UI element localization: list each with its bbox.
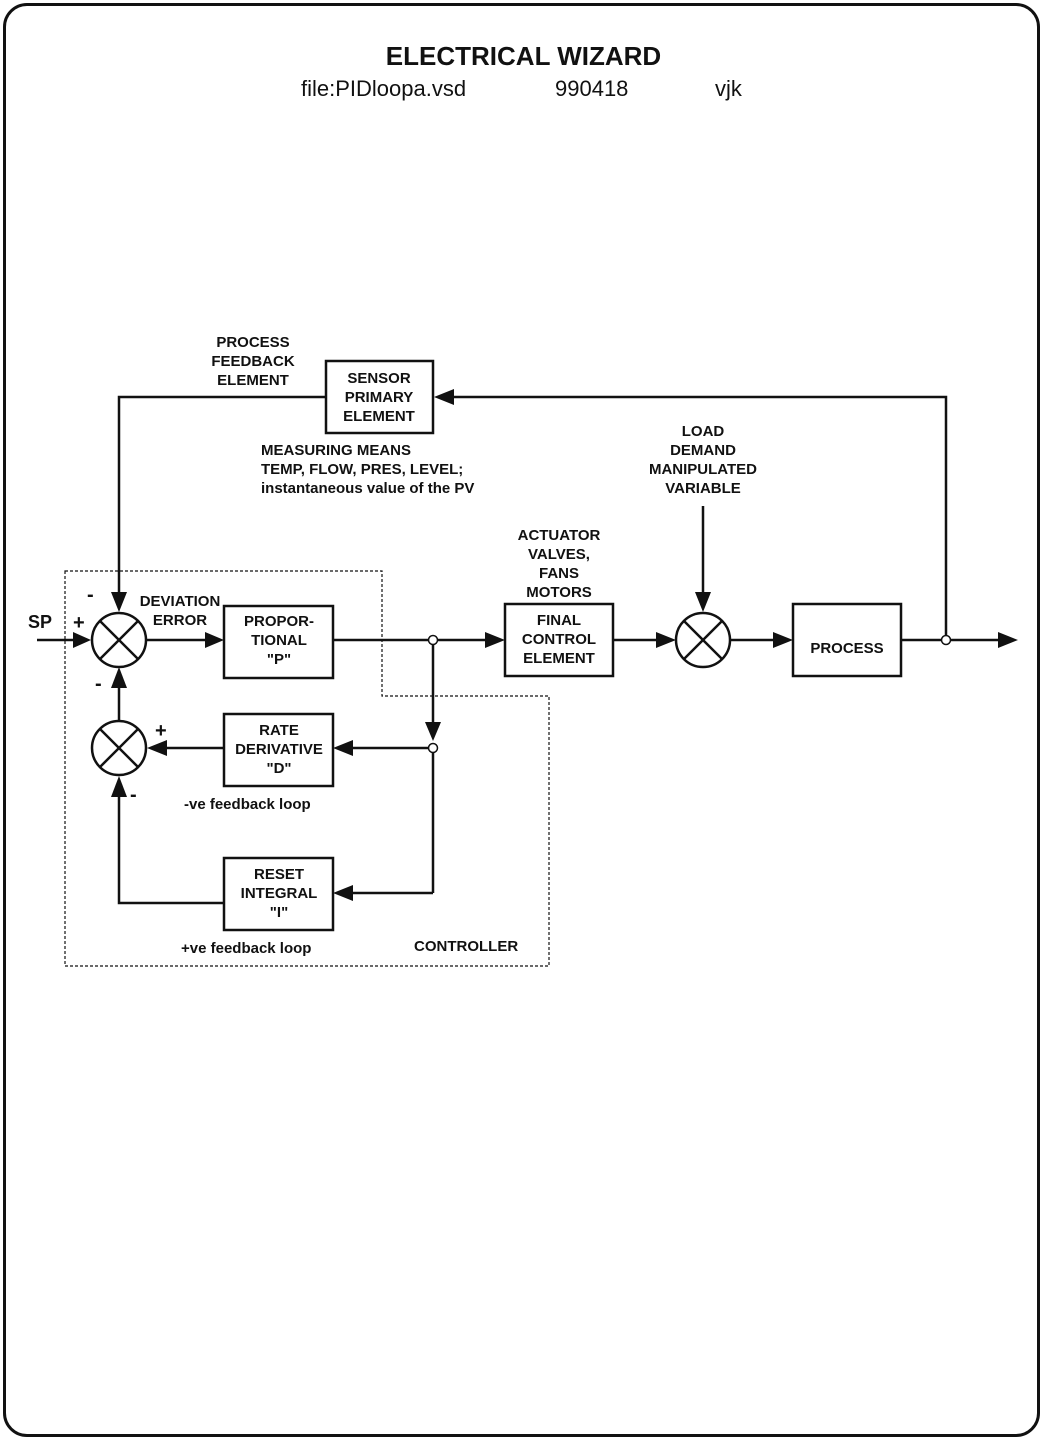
positive-feedback-label: +ve feedback loop xyxy=(181,940,311,957)
arrow-to-proportional xyxy=(205,632,224,648)
svg-text:PRIMARY: PRIMARY xyxy=(345,389,414,406)
svg-text:"I": "I" xyxy=(270,904,288,921)
svg-text:RESET: RESET xyxy=(254,866,304,883)
sign-sum1-top: - xyxy=(87,584,94,606)
controller-boundary xyxy=(64,570,550,967)
author-initials: vjk xyxy=(715,76,742,101)
proportional-block: PROPOR- TIONAL "P" xyxy=(222,604,335,680)
derivative-block: RATE DERIVATIVE "D" xyxy=(222,712,335,788)
deviation-error-label: DEVIATION ERROR xyxy=(140,593,221,629)
arrow-to-final-control xyxy=(485,632,505,648)
svg-text:MANIPULATED: MANIPULATED xyxy=(649,461,757,478)
svg-text:PROCESS: PROCESS xyxy=(216,334,289,351)
summing-junction-error xyxy=(90,611,148,669)
controller-label: CONTROLLER xyxy=(414,938,518,955)
branch-node-derivative xyxy=(427,742,439,754)
arrow-to-sum3 xyxy=(656,632,676,648)
svg-text:"D": "D" xyxy=(266,760,291,777)
arrow-to-sum2 xyxy=(147,740,167,756)
svg-text:RATE: RATE xyxy=(259,722,299,739)
arrow-to-sensor xyxy=(434,389,454,405)
svg-text:VALVES,: VALVES, xyxy=(528,546,590,563)
svg-text:INTEGRAL: INTEGRAL xyxy=(241,885,318,902)
sign-sum2-right: + xyxy=(155,720,167,742)
arrow-load-down xyxy=(695,592,711,612)
file-name: file:PIDloopa.vsd xyxy=(301,76,467,101)
svg-text:MOTORS: MOTORS xyxy=(526,584,592,601)
arrow-to-integral xyxy=(333,885,353,901)
final-control-element-block: FINAL CONTROL ELEMENT xyxy=(503,602,615,678)
svg-text:TEMP, FLOW, PRES, LEVEL;: TEMP, FLOW, PRES, LEVEL; xyxy=(261,461,463,478)
svg-text:VARIABLE: VARIABLE xyxy=(665,480,741,497)
branch-node-process-output xyxy=(940,634,952,646)
integral-block: RESET INTEGRAL "I" xyxy=(222,856,335,932)
sign-sum1-left: + xyxy=(73,612,85,634)
svg-text:ACTUATOR: ACTUATOR xyxy=(518,527,601,544)
svg-text:TIONAL: TIONAL xyxy=(251,632,307,649)
arrow-integral-up xyxy=(111,776,127,797)
svg-text:ELEMENT: ELEMENT xyxy=(343,408,415,425)
svg-text:DERIVATIVE: DERIVATIVE xyxy=(235,741,323,758)
svg-text:PROPOR-: PROPOR- xyxy=(244,613,314,630)
process-feedback-label: PROCESS FEEDBACK ELEMENT xyxy=(211,334,295,389)
svg-text:PROCESS: PROCESS xyxy=(810,640,883,657)
svg-text:FANS: FANS xyxy=(539,565,579,582)
arrow-to-process xyxy=(773,632,793,648)
page-frame xyxy=(3,3,1040,1437)
svg-text:MEASURING MEANS: MEASURING MEANS xyxy=(261,442,411,459)
actuator-label: ACTUATOR VALVES, FANS MOTORS xyxy=(518,527,601,601)
summing-junction-feedback xyxy=(90,719,148,777)
arrow-sum2-up xyxy=(111,667,127,688)
branch-node-p-output xyxy=(427,634,439,646)
arrow-output xyxy=(998,632,1018,648)
svg-text:instantaneous value of the PV: instantaneous value of the PV xyxy=(261,480,474,497)
svg-text:LOAD: LOAD xyxy=(682,423,725,440)
svg-text:DEVIATION: DEVIATION xyxy=(140,593,221,610)
sign-sum1-bottom: - xyxy=(95,673,102,695)
arrow-to-derivative xyxy=(333,740,353,756)
signal-wires xyxy=(37,395,1000,905)
process-block: PROCESS xyxy=(791,602,903,678)
measuring-means-label: MEASURING MEANS TEMP, FLOW, PRES, LEVEL;… xyxy=(261,442,474,497)
revision-date: 990418 xyxy=(555,76,629,101)
page-title: ELECTRICAL WIZARD xyxy=(385,41,662,71)
setpoint-label: SP xyxy=(28,612,52,632)
arrow-sp-in xyxy=(73,632,91,648)
svg-text:FEEDBACK: FEEDBACK xyxy=(211,353,295,370)
svg-text:ELEMENT: ELEMENT xyxy=(523,650,595,667)
arrow-feedback-down xyxy=(111,592,127,612)
arrow-node-down xyxy=(425,722,441,741)
svg-text:DEMAND: DEMAND xyxy=(670,442,736,459)
load-demand-label: LOAD DEMAND MANIPULATED VARIABLE xyxy=(649,423,757,497)
sensor-block: SENSOR PRIMARY ELEMENT xyxy=(324,359,435,435)
svg-text:CONTROL: CONTROL xyxy=(522,631,596,648)
svg-text:ERROR: ERROR xyxy=(153,612,207,629)
summing-junction-load xyxy=(674,611,732,669)
sign-sum2-bottom: - xyxy=(130,784,137,806)
svg-text:"P": "P" xyxy=(267,651,291,668)
negative-feedback-label: -ve feedback loop xyxy=(184,796,311,813)
svg-text:SENSOR: SENSOR xyxy=(347,370,411,387)
svg-text:FINAL: FINAL xyxy=(537,612,581,629)
svg-text:ELEMENT: ELEMENT xyxy=(217,372,289,389)
